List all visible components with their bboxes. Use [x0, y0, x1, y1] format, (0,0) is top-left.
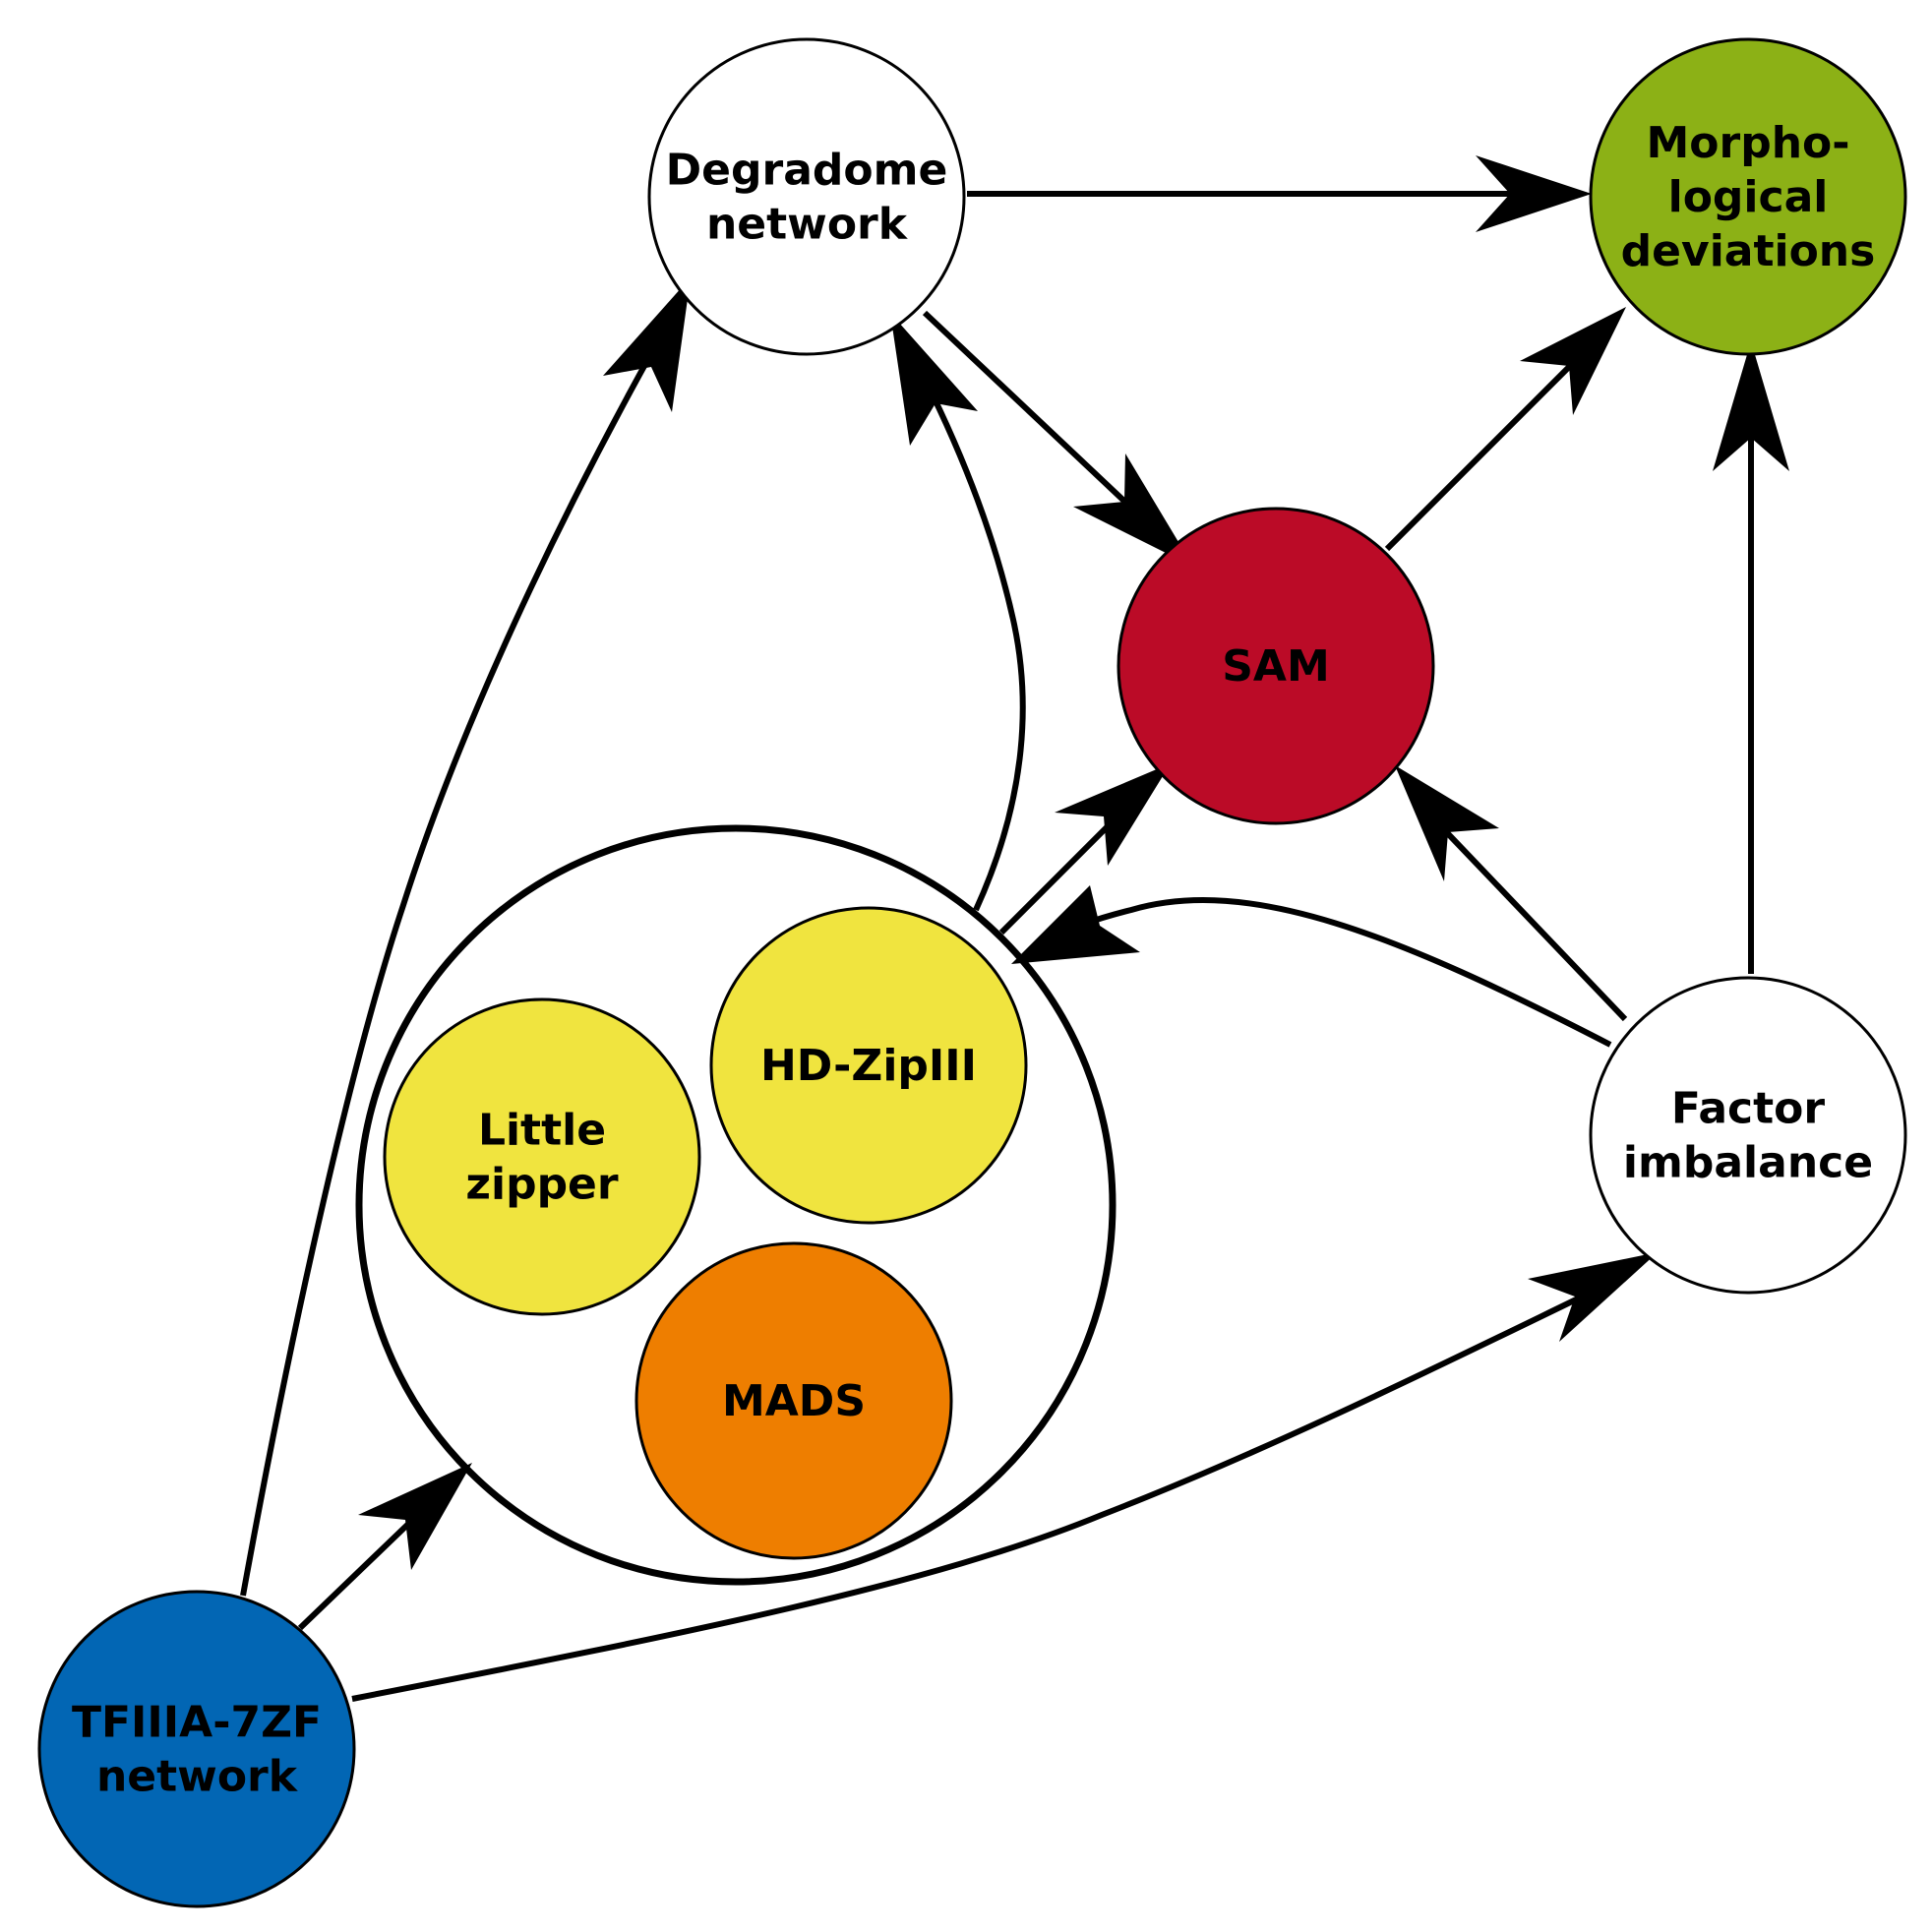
arrowhead-sam-to-morpho — [1520, 307, 1626, 415]
edge-tfiiia-to-factor — [351, 1286, 1600, 1702]
node-label-line: TFIIIA-7ZF — [72, 1698, 322, 1748]
node-hd-zipiii-circle — [709, 906, 1028, 1225]
node-degradome-network-circle — [647, 37, 966, 356]
arrowhead-factor-to-group — [1011, 885, 1140, 964]
arrowhead-degradome-to-morpho — [1476, 155, 1592, 232]
arrowhead-degradome-to-sam — [1073, 453, 1193, 567]
node-label-line: Little — [478, 1106, 606, 1156]
node-sam-label: SAM — [1222, 641, 1330, 692]
node-morphological-deviations-circle — [1589, 37, 1907, 356]
node-label-line: network — [706, 200, 909, 250]
arrowhead-tfiiia-to-factor — [1528, 1252, 1658, 1342]
node-factor-imbalance-circle — [1589, 976, 1907, 1295]
node-label-line: imbalance — [1623, 1138, 1873, 1188]
node-label-line: zipper — [465, 1160, 619, 1210]
edge-tfiiia-to-degradome — [240, 337, 662, 1597]
node-mads-label: MADS — [722, 1376, 866, 1426]
edge-sam-to-morpho — [1384, 349, 1587, 552]
node-label-line: deviations — [1621, 226, 1876, 276]
node-label-line: Factor — [1671, 1084, 1826, 1134]
arrowhead-group-to-degradome — [890, 313, 978, 446]
edge-factor-to-sam — [1433, 818, 1628, 1022]
node-label-line: Degradome — [666, 146, 948, 196]
arrowhead-factor-to-morpho — [1713, 341, 1789, 471]
edge-group-to-degradome — [922, 377, 1026, 912]
node-mads: MADS — [634, 1241, 953, 1560]
arrowhead-tfiiia-to-degradome — [603, 277, 691, 412]
regulator-group-circle — [355, 824, 1117, 1586]
node-sam-circle — [1117, 507, 1435, 825]
node-label-line: MADS — [722, 1376, 866, 1426]
node-label-line: logical — [1668, 172, 1829, 222]
arrowhead-factor-to-sam — [1395, 765, 1499, 881]
arrowhead-group-to-sam — [1055, 763, 1171, 866]
node-little-zipper-circle — [383, 997, 701, 1316]
arrowhead-tfiiia-to-group — [358, 1463, 472, 1570]
node-tfiiia-7zf-network-circle — [37, 1590, 356, 1908]
edge-degradome-to-sam — [922, 310, 1152, 527]
edges — [240, 155, 1789, 1702]
node-label-line: SAM — [1222, 641, 1330, 692]
node-hd-zipiii: HD-ZipIII — [709, 906, 1028, 1225]
node-hd-zipiii-label: HD-ZipIII — [760, 1041, 977, 1091]
node-label-line: HD-ZipIII — [760, 1041, 977, 1091]
node-label-line: network — [96, 1752, 299, 1802]
node-sam: SAM — [1117, 507, 1435, 825]
node-mads-circle — [634, 1241, 953, 1560]
node-label-line: Morpho- — [1646, 118, 1849, 168]
